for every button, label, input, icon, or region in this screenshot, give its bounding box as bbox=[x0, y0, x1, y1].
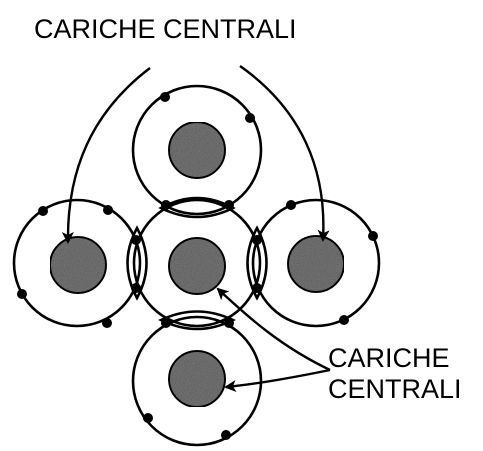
electron bbox=[102, 318, 112, 328]
electron bbox=[131, 235, 141, 245]
arrow-top-to-right bbox=[240, 66, 323, 240]
nucleus-right bbox=[288, 236, 344, 292]
electron bbox=[245, 113, 255, 123]
nucleus-top bbox=[169, 122, 225, 178]
electron bbox=[252, 235, 262, 245]
electron bbox=[221, 430, 231, 440]
arrow-label-to-bottom bbox=[226, 370, 330, 387]
electron bbox=[286, 200, 296, 210]
electron bbox=[17, 289, 27, 299]
nucleus-bottom bbox=[169, 351, 225, 407]
electron bbox=[224, 318, 234, 328]
electron bbox=[161, 200, 171, 210]
arrow-top-to-left bbox=[68, 68, 150, 242]
electron bbox=[103, 205, 113, 215]
electron bbox=[38, 206, 48, 216]
electron bbox=[131, 283, 141, 293]
electron bbox=[339, 315, 349, 325]
electron bbox=[368, 231, 378, 241]
electron bbox=[252, 283, 262, 293]
electron bbox=[224, 200, 234, 210]
electron bbox=[160, 92, 170, 102]
nucleus-left bbox=[50, 237, 106, 293]
electron bbox=[143, 413, 153, 423]
nucleus-center bbox=[169, 238, 225, 294]
electron bbox=[161, 318, 171, 328]
